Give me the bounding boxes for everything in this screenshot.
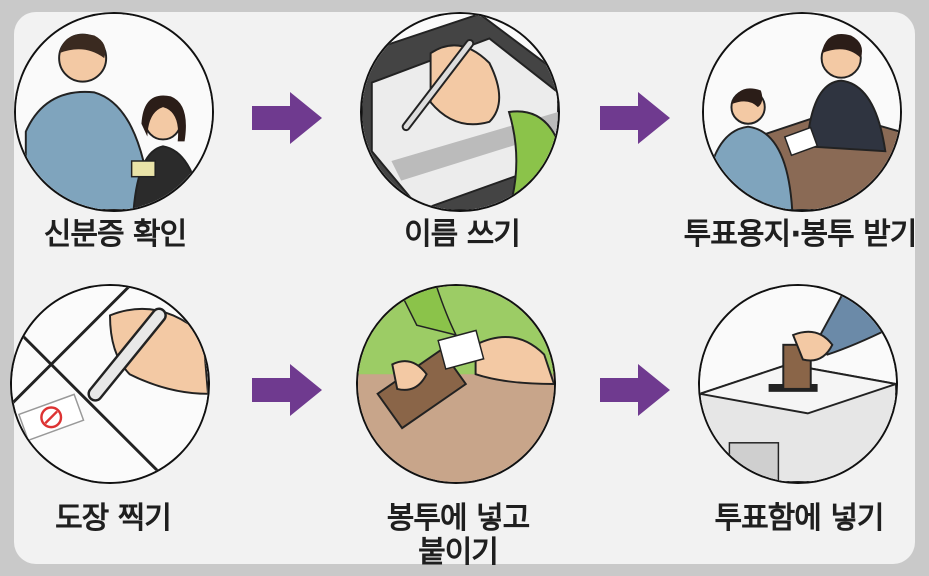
step-label-receive-ballot: 투표용지·봉투 받기 xyxy=(683,217,918,252)
arrow-right-icon xyxy=(252,364,322,416)
step-label-envelope-line2: 붙이기 xyxy=(418,535,499,570)
arrow-right-icon xyxy=(252,92,322,144)
receive-ballot-illustration xyxy=(702,12,902,212)
ballot-box-illustration xyxy=(698,284,898,484)
id-check-illustration xyxy=(14,12,214,212)
arrow-right-icon xyxy=(600,92,670,144)
write-name-illustration xyxy=(360,12,560,212)
step-label-write-name: 이름 쓰기 xyxy=(404,217,521,252)
arrow-right-icon xyxy=(600,364,670,416)
step-label-id-check: 신분증 확인 xyxy=(43,217,187,252)
stamp-illustration xyxy=(10,284,210,484)
step-label-envelope-line1: 봉투에 넣고 xyxy=(386,501,530,536)
step-label-stamp: 도장 찍기 xyxy=(55,501,172,536)
envelope-illustration xyxy=(356,284,556,484)
step-label-ballot-box: 투표함에 넣기 xyxy=(714,501,884,536)
